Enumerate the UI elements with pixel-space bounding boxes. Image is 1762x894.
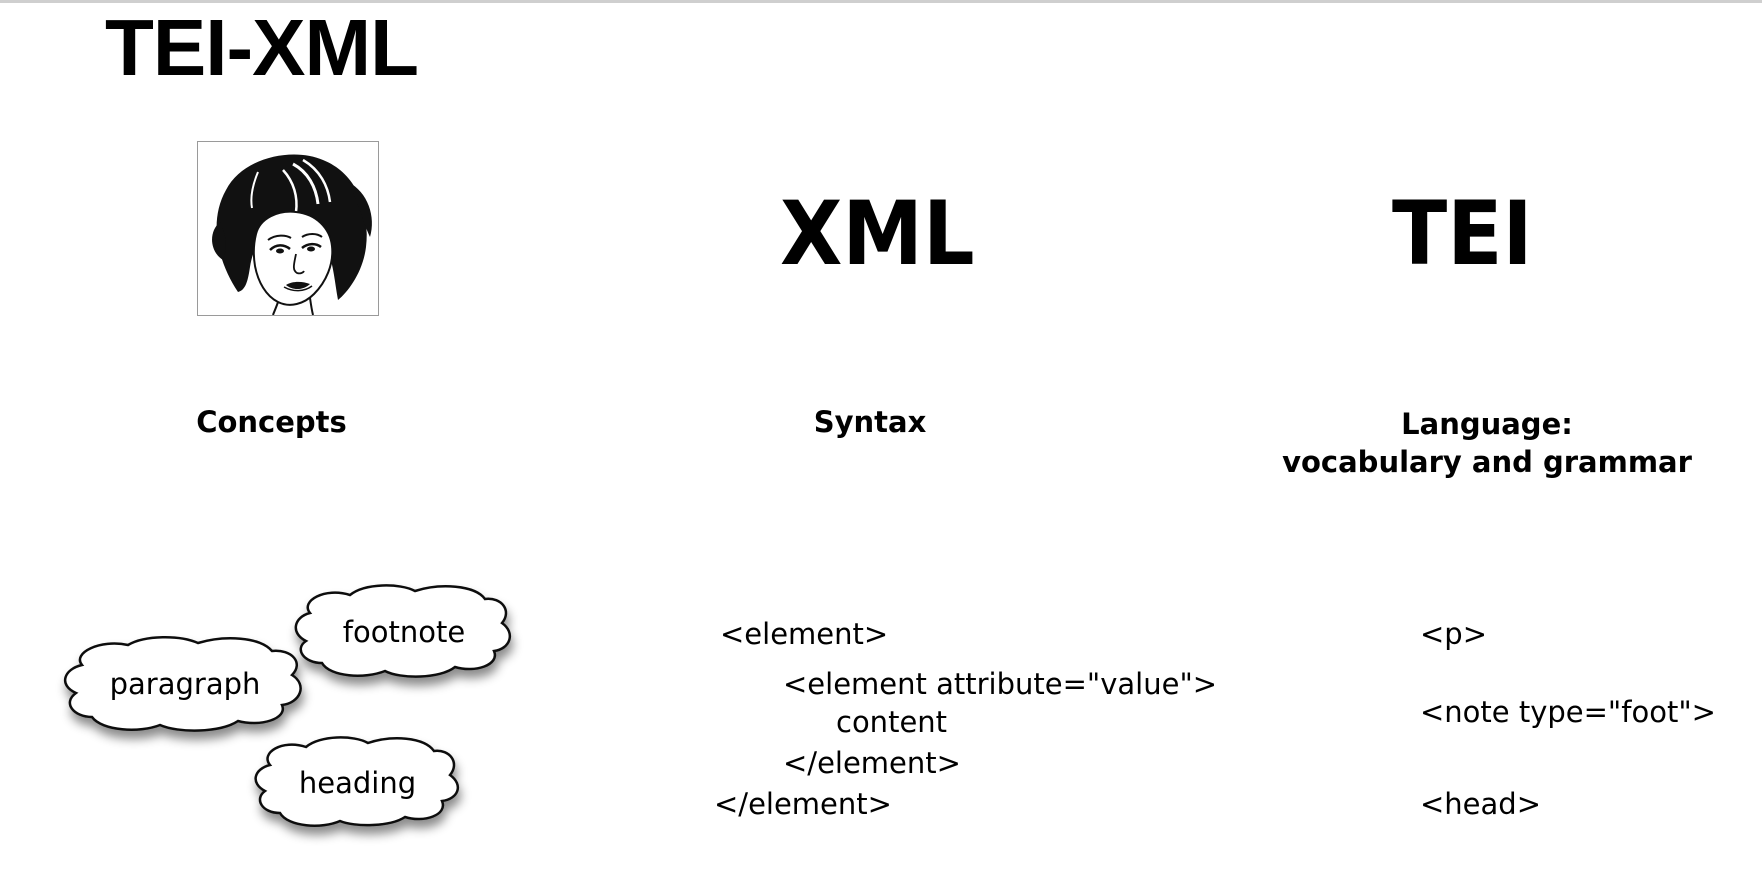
syntax-label: Syntax: [813, 405, 927, 439]
syntax-line-close-outer: </element>: [714, 787, 892, 821]
tei-line-head: <head>: [1420, 787, 1541, 821]
syntax-line-content: content: [836, 705, 948, 739]
syntax-line-open-inner: <element attribute="value">: [783, 667, 1218, 701]
tei-line-p: <p>: [1420, 617, 1488, 651]
page-title: TEI-XML: [105, 3, 419, 92]
top-border: [0, 0, 1762, 3]
cloud-label-paragraph: paragraph: [109, 667, 261, 701]
cloud-shape: [254, 736, 460, 827]
tei-line-note: <note type="foot">: [1420, 695, 1716, 729]
cloud-paragraph: paragraph: [60, 635, 310, 735]
cloud-footnote: footnote: [290, 583, 518, 683]
language-label-line2: vocabulary and grammar: [1282, 445, 1692, 479]
cloud-label-footnote: footnote: [342, 615, 466, 649]
language-label-line1: Language:: [1401, 407, 1573, 441]
cloud-shape: [63, 635, 302, 732]
cloud-label-heading: heading: [298, 766, 417, 800]
syntax-line-close-inner: </element>: [783, 746, 961, 780]
cloud-heading: heading: [250, 735, 465, 831]
language-label: Language: vocabulary and grammar: [1255, 405, 1719, 481]
woman-portrait-icon: [197, 141, 379, 316]
tei-heading: TEI: [1392, 182, 1533, 285]
xml-heading: XML: [780, 182, 975, 285]
syntax-line-open-outer: <element>: [720, 617, 889, 651]
cloud-shape: [294, 584, 512, 678]
concepts-label: Concepts: [196, 405, 347, 439]
